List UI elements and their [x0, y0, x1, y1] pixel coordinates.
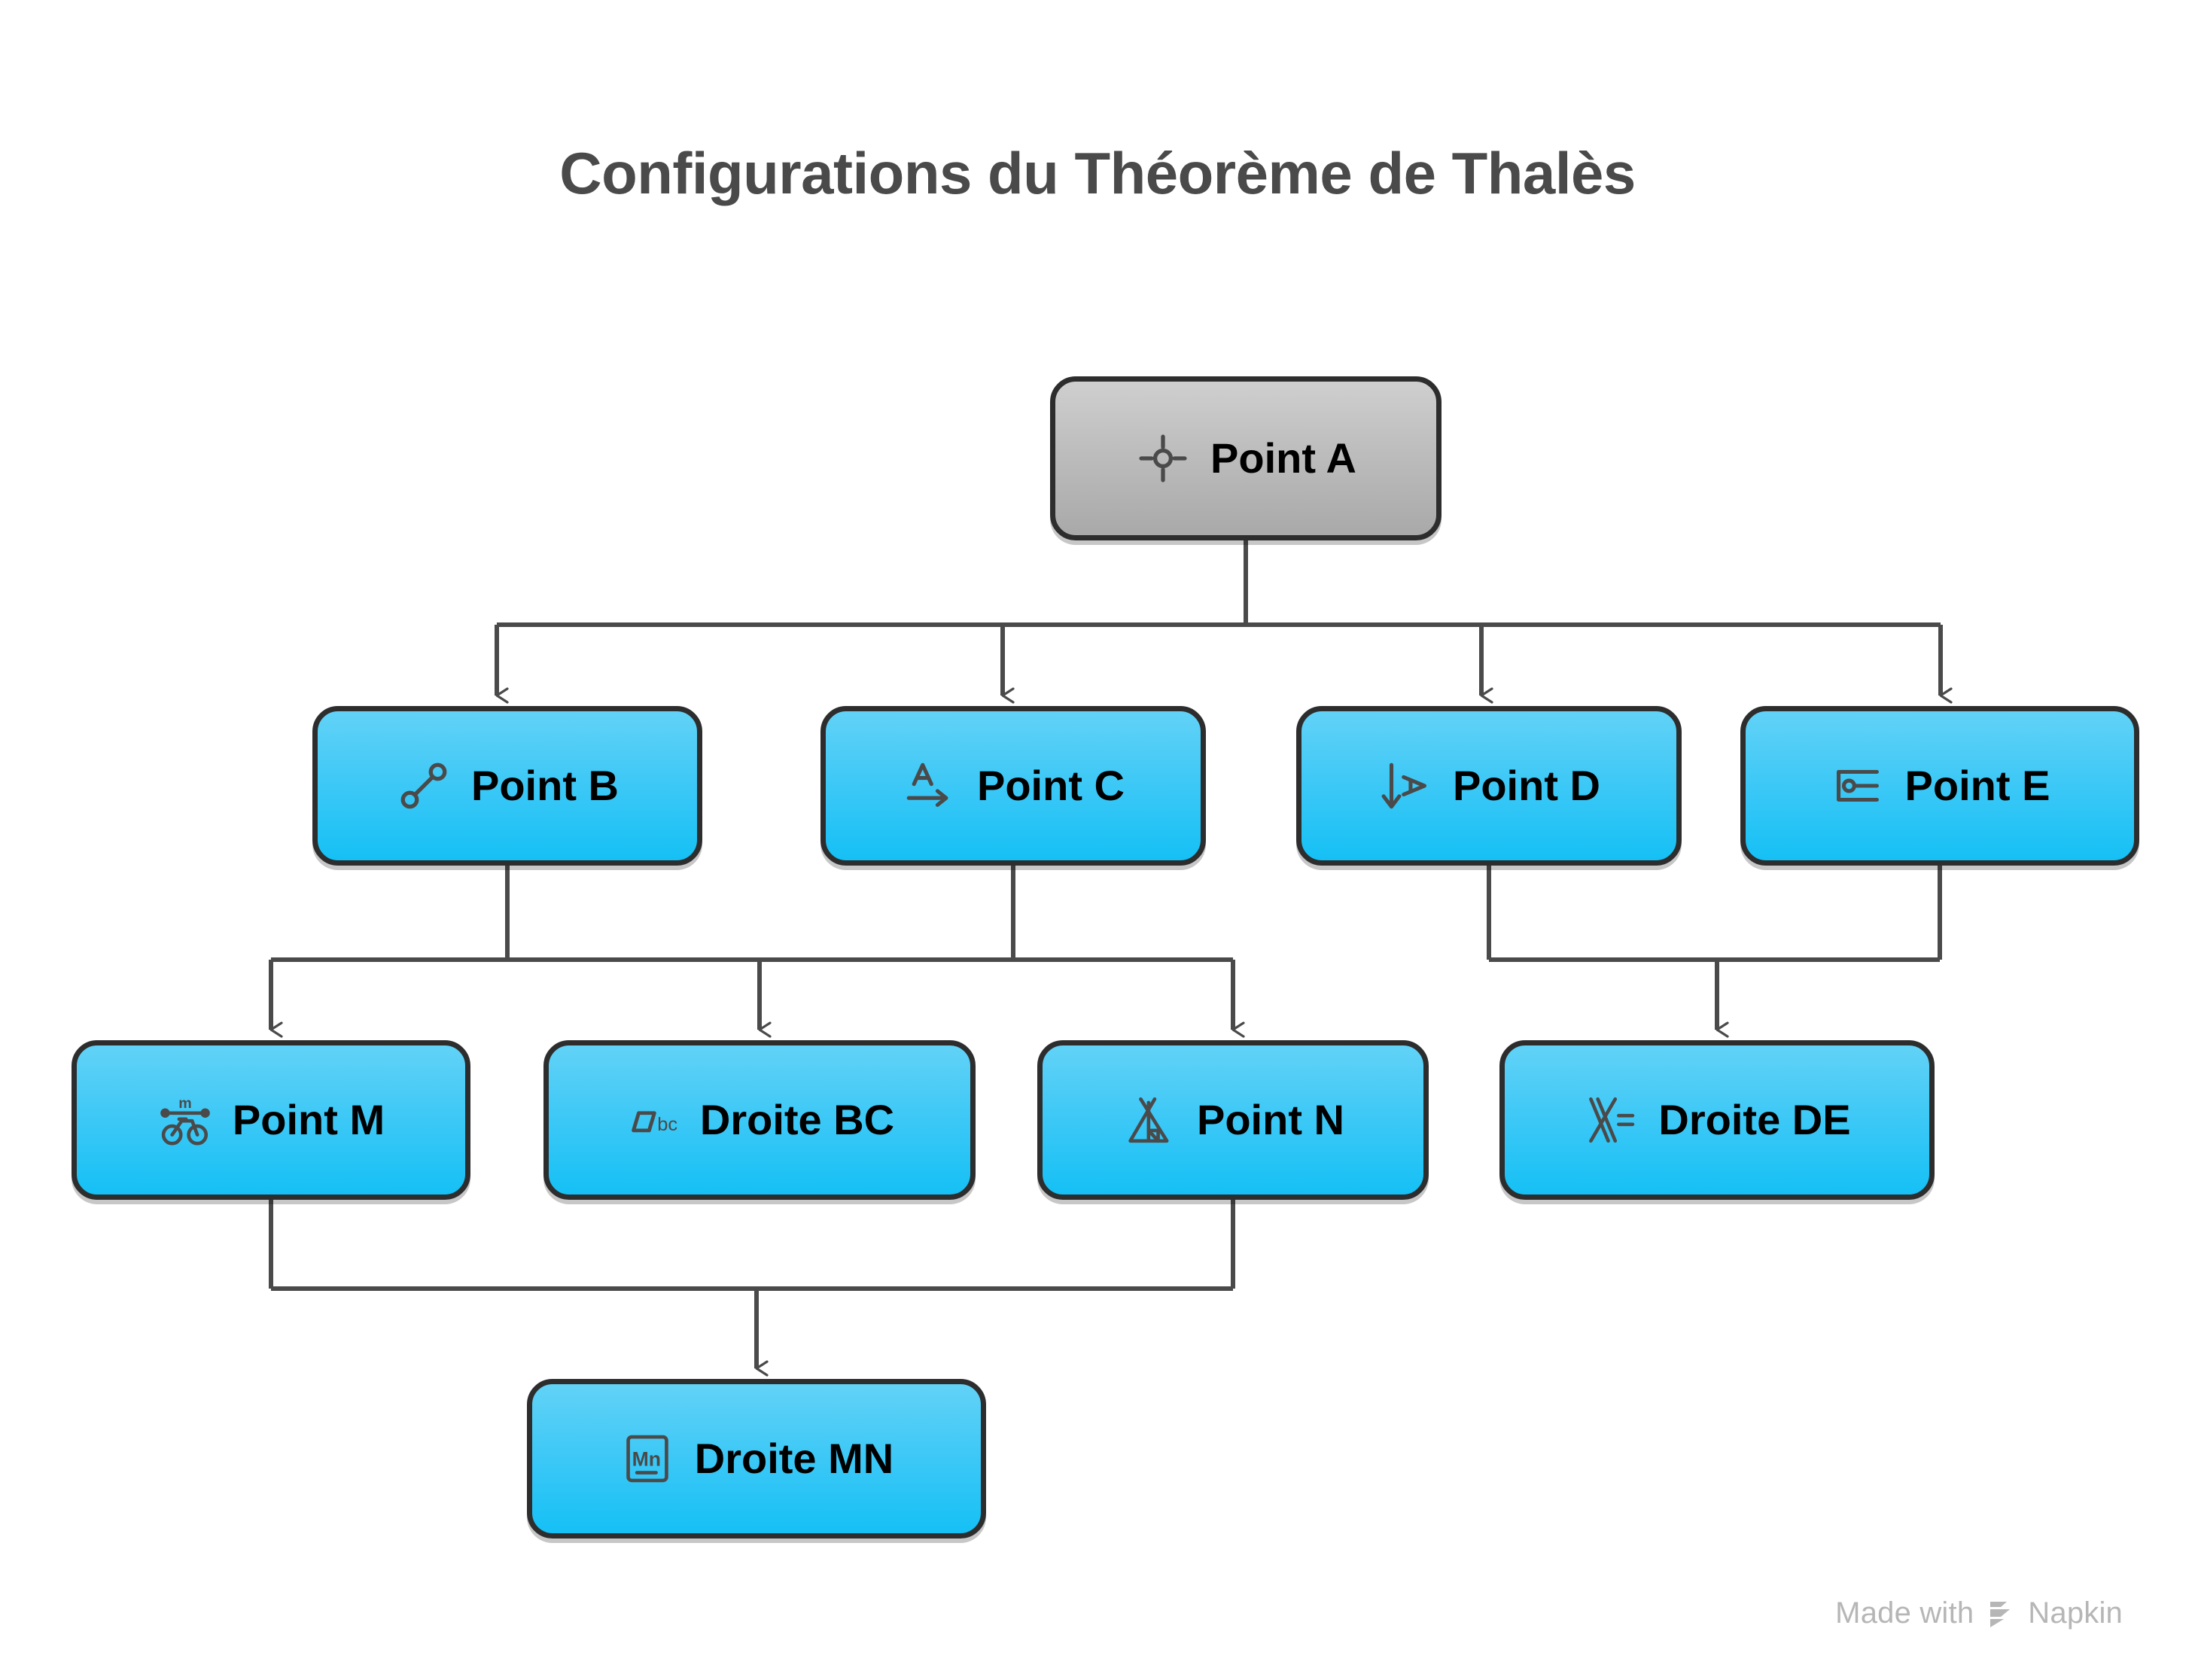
edge-mn-to-droite-mn	[269, 1200, 1235, 1377]
node-label: Droite DE	[1658, 1096, 1851, 1143]
node-point-b[interactable]: Point B	[312, 706, 702, 866]
mn-card-icon: Mn	[620, 1431, 675, 1487]
node-point-a[interactable]: Point A	[1050, 376, 1442, 540]
edge-a-to-row2	[495, 540, 1953, 704]
svg-text:bc: bc	[657, 1114, 677, 1135]
page-title: Configurations du Théorème de Thalès	[559, 140, 1636, 206]
parallelogram-bc-icon: bc	[625, 1092, 680, 1148]
bicycle-measure-icon: m	[157, 1092, 213, 1148]
edge-de-to-droite-de	[1487, 866, 1942, 1038]
node-label: Point E	[1904, 762, 2050, 809]
node-point-n[interactable]: Point N	[1037, 1040, 1429, 1200]
node-point-c[interactable]: Point C	[820, 706, 1206, 866]
line-segment-icon	[396, 758, 452, 814]
parallel-lines-equal-icon	[1583, 1092, 1639, 1148]
node-point-e[interactable]: Point E	[1740, 706, 2139, 866]
node-point-m[interactable]: m Point M	[72, 1040, 470, 1200]
node-label: Point M	[232, 1096, 385, 1143]
node-label: Droite MN	[694, 1435, 894, 1482]
node-label: Point N	[1197, 1096, 1344, 1143]
node-droite-de[interactable]: Droite DE	[1499, 1040, 1935, 1200]
svg-text:Mn: Mn	[632, 1447, 660, 1470]
node-label: Point C	[977, 762, 1125, 809]
edge-bc-to-row3	[269, 866, 1245, 1038]
watermark-brand: Napkin	[2028, 1596, 2123, 1630]
labeled-arrow-a-icon	[902, 758, 957, 814]
node-point-d[interactable]: Point D	[1296, 706, 1682, 866]
watermark-prefix: Made with	[1835, 1596, 1974, 1630]
node-label: Point A	[1210, 434, 1356, 482]
node-droite-mn[interactable]: Mn Droite MN	[527, 1379, 986, 1538]
node-label: Point D	[1453, 762, 1600, 809]
svg-text:m: m	[178, 1095, 191, 1112]
node-droite-bc[interactable]: bc Droite BC	[543, 1040, 976, 1200]
down-arrow-flag-icon	[1378, 758, 1433, 814]
napkin-logo-icon	[1984, 1597, 2017, 1630]
teepee-triangle-icon	[1122, 1092, 1177, 1148]
crosshair-target-icon	[1135, 431, 1191, 486]
napkin-watermark: Made with Napkin	[1835, 1596, 2123, 1630]
node-label: Droite BC	[699, 1096, 895, 1143]
node-label: Point B	[471, 762, 619, 809]
bracket-node-icon	[1830, 758, 1886, 814]
